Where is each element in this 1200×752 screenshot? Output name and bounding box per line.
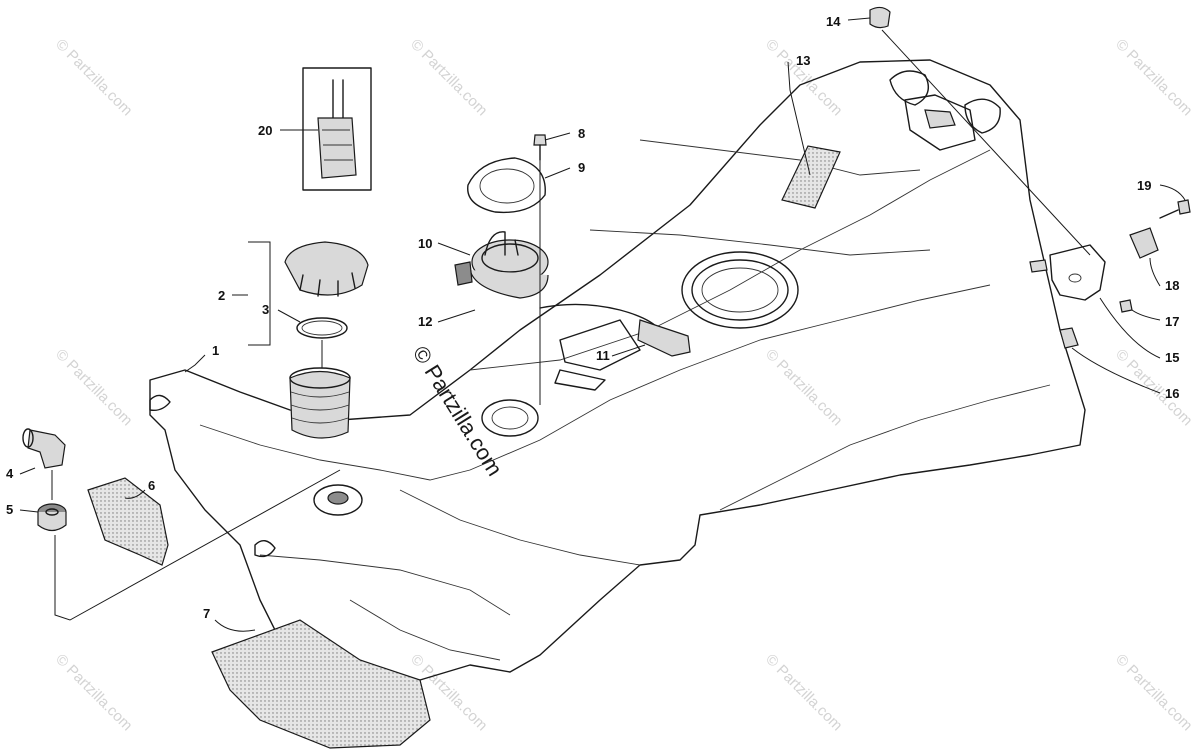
fuel-pump [454, 231, 549, 299]
bolt-8 [533, 134, 547, 161]
callout-6: 6 [148, 478, 155, 493]
watermark: © Partzilla.com [762, 346, 845, 429]
watermark-center: © Partzilla.com [408, 341, 508, 480]
fuel-tank [149, 59, 1086, 696]
filler-neck [289, 367, 351, 439]
callout-12: 12 [418, 314, 432, 329]
watermark: © Partzilla.com [1112, 36, 1195, 119]
wiring-harness [539, 303, 691, 357]
clamp-16 [1059, 327, 1079, 349]
callout-8: 8 [578, 126, 585, 141]
watermark: © Partzilla.com [52, 36, 135, 119]
grommet [37, 503, 67, 532]
bolt-left [1029, 259, 1048, 273]
callouts: 1 2 3 4 5 6 7 8 9 10 11 12 13 14 15 16 1… [6, 14, 1179, 621]
fuel-cap [284, 241, 369, 297]
callout-4: 4 [6, 466, 14, 481]
callout-13: 13 [796, 53, 810, 68]
callout-15: 15 [1165, 350, 1179, 365]
bolt-19 [1159, 199, 1191, 219]
callout-10: 10 [418, 236, 432, 251]
callout-9: 9 [578, 160, 585, 175]
callout-11: 11 [596, 348, 610, 363]
callout-18: 18 [1165, 278, 1179, 293]
callout-20: 20 [258, 123, 272, 138]
screw-17 [1119, 299, 1133, 313]
callout-14: 14 [826, 14, 841, 29]
callout-5: 5 [6, 502, 13, 517]
elbow-fitting [22, 428, 66, 469]
watermark: © Partzilla.com [762, 651, 845, 734]
shield-7 [211, 619, 431, 749]
leader-lines [19, 17, 1186, 632]
callout-3: 3 [262, 302, 269, 317]
gasket-9 [467, 157, 546, 214]
watermark: © Partzilla.com [762, 36, 845, 119]
callout-1: 1 [212, 343, 219, 358]
callout-2: 2 [218, 288, 225, 303]
shield-6 [87, 477, 169, 566]
callout-17: 17 [1165, 314, 1179, 329]
watermark: © Partzilla.com [52, 651, 135, 734]
watermark: © Partzilla.com [1112, 651, 1195, 734]
callout-7: 7 [203, 606, 210, 621]
watermark: © Partzilla.com [52, 346, 135, 429]
clip-18 [1129, 227, 1159, 259]
watermark: © Partzilla.com [1112, 346, 1195, 429]
watermark: © Partzilla.com [407, 36, 490, 119]
bracket-15 [1049, 244, 1106, 301]
tank-label [781, 145, 841, 209]
o-ring [296, 317, 348, 339]
inset-20 [302, 67, 372, 191]
callout-19: 19 [1137, 178, 1151, 193]
callout-16: 16 [1165, 386, 1179, 401]
plug-14 [869, 6, 891, 29]
